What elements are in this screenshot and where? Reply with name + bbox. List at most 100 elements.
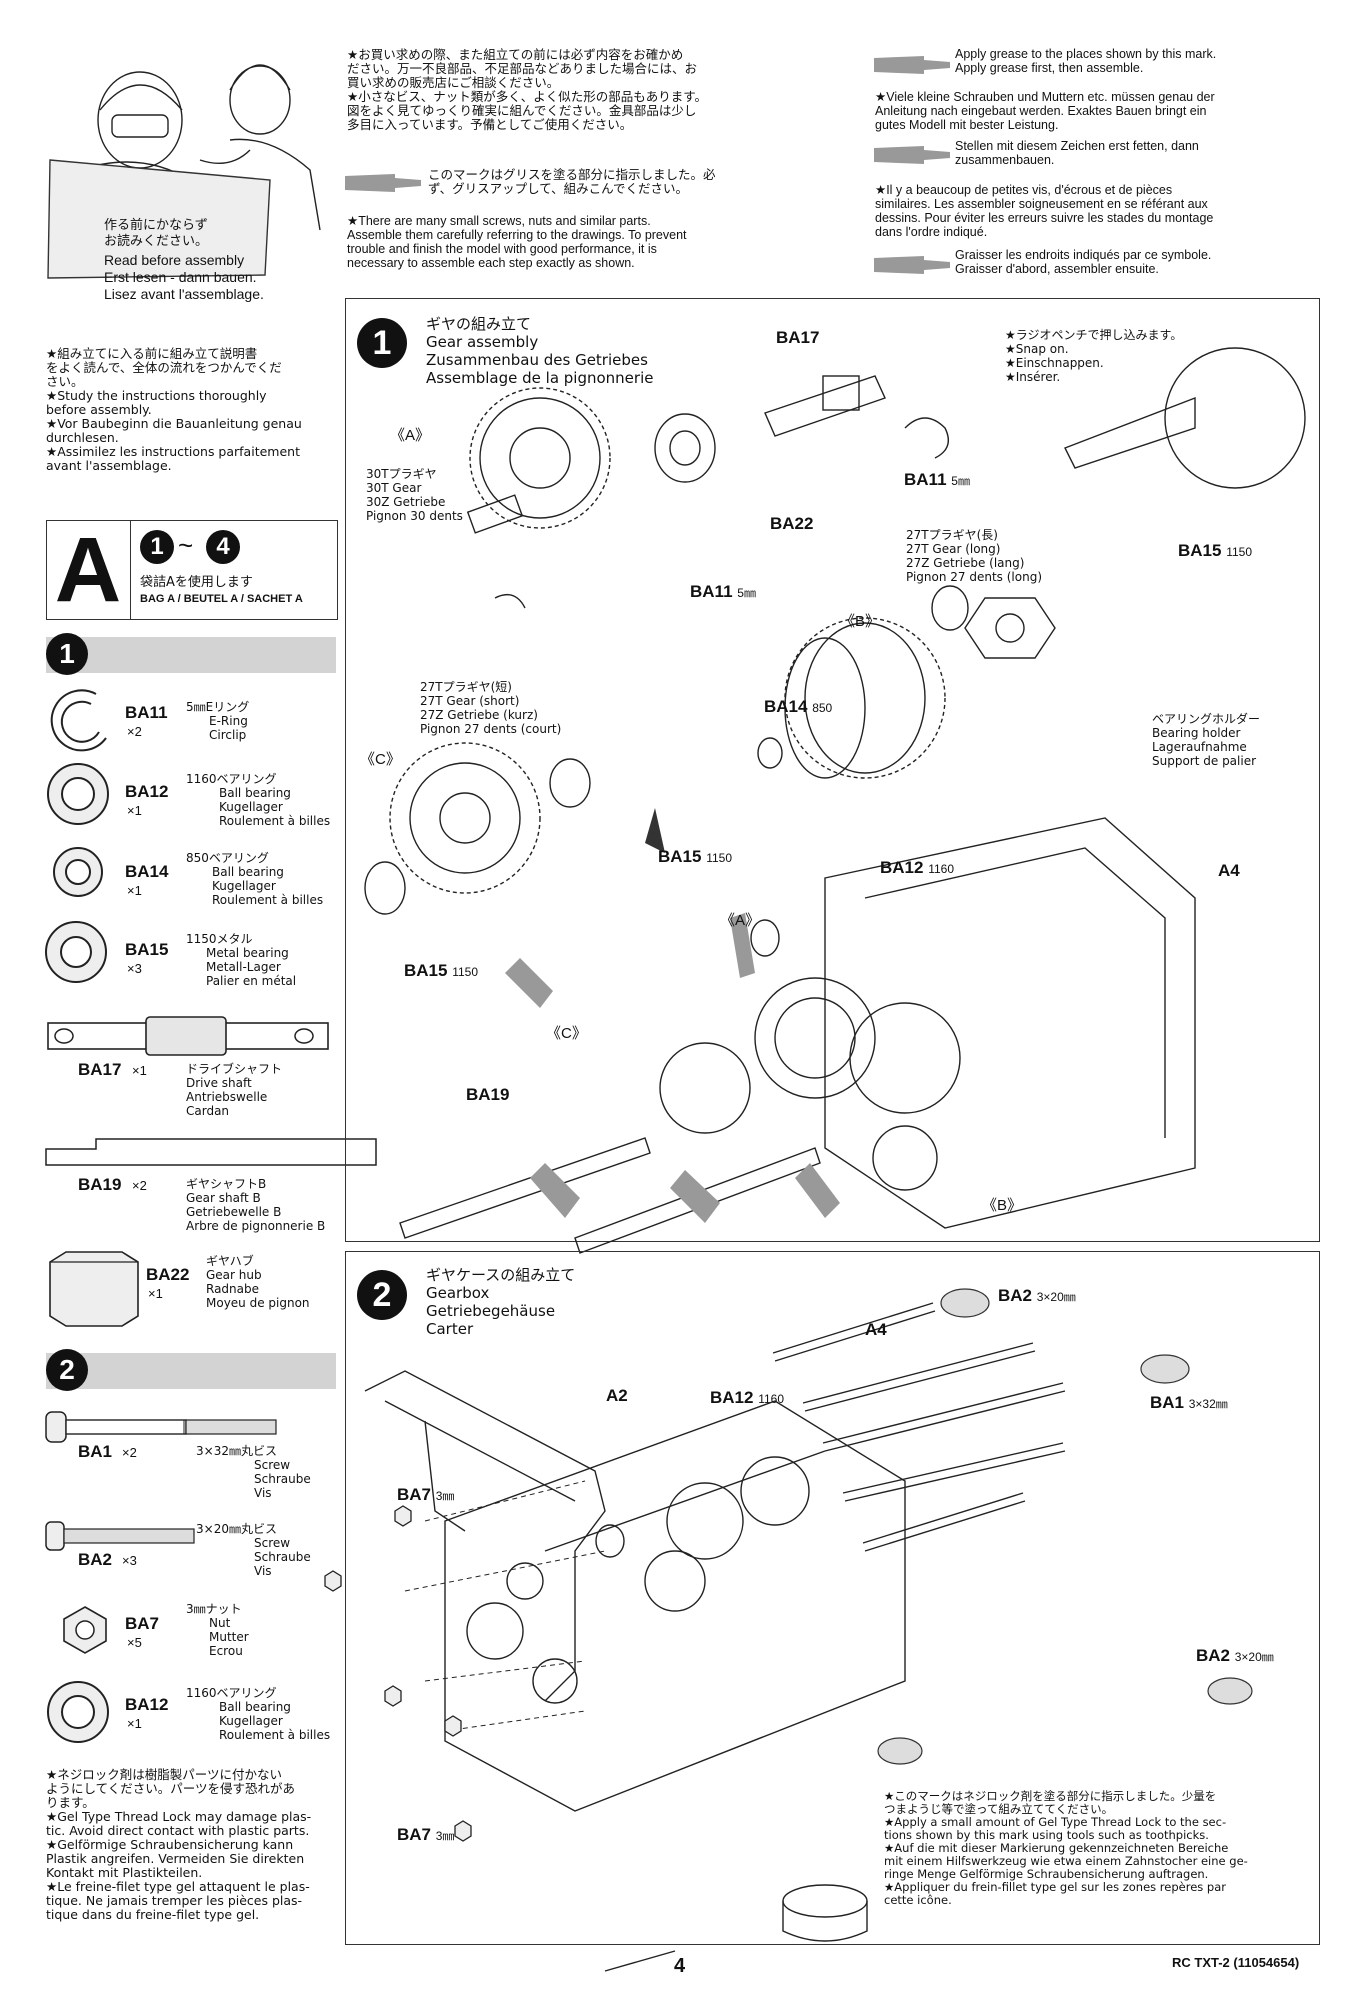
title-jp: ギヤの組み立て bbox=[426, 315, 532, 333]
nut-icon bbox=[63, 1606, 107, 1654]
study-6: ★Vor Baubeginn die Bauanleitung genau bbox=[46, 416, 302, 431]
size: 3×20㎜ bbox=[1036, 1290, 1076, 1304]
tl-10: tique. Ne jamais tremper les pièces plas… bbox=[46, 1893, 303, 1908]
name-en: Drive shaft bbox=[186, 1076, 252, 1090]
size: 3㎜ bbox=[435, 1489, 455, 1503]
name-jp: 3×20㎜丸ビス bbox=[196, 1522, 277, 1536]
snap-note: ★ラジオペンチで押し込みます。 ★Snap on. ★Einschnappen.… bbox=[1005, 328, 1182, 384]
snap-de: ★Einschnappen. bbox=[1005, 356, 1104, 370]
name-fr: Arbre de pignonnerie B bbox=[186, 1219, 326, 1233]
holder-jp: ベアリングホルダー bbox=[1152, 712, 1261, 726]
name-jp: 1160ベアリング bbox=[186, 1686, 277, 1700]
gear27s-fr: Pignon 27 dents (court) bbox=[420, 722, 562, 736]
grease-fr: Graisser les endroits indiqués par ce sy… bbox=[955, 248, 1211, 276]
tl-4: ★Gel Type Thread Lock may damage plas- bbox=[46, 1809, 312, 1824]
size: 850 bbox=[812, 701, 833, 715]
code: BA2 bbox=[1196, 1646, 1231, 1665]
study-8: ★Assimilez les instructions parfaitement bbox=[46, 444, 300, 459]
gearbox-assembly-drawing bbox=[324, 1288, 1253, 1972]
part-qty-BA12: ×1 bbox=[127, 803, 142, 818]
bag-text: BAG A / BEUTEL A / SACHET A bbox=[140, 593, 303, 605]
tl-5: tic. Avoid direct contact with plastic p… bbox=[46, 1823, 310, 1838]
label-a2: A2 bbox=[606, 1386, 628, 1405]
page-number: 4 bbox=[674, 1955, 686, 1977]
step-2-title: ギヤケースの組み立て Gearbox Getriebegehäuse Carte… bbox=[426, 1266, 575, 1338]
part-qty-BA17: ×1 bbox=[132, 1063, 147, 1078]
name-en: Nut bbox=[209, 1616, 231, 1630]
label-ba15-right: BA15 1150 bbox=[1178, 541, 1252, 561]
part-names-BA17: ドライブシャフト Drive shaft Antriebswelle Carda… bbox=[186, 1062, 282, 1118]
part-code-BA7: BA7 bbox=[125, 1614, 160, 1633]
name-en: Gear shaft B bbox=[186, 1191, 261, 1205]
code: BA7 bbox=[397, 1485, 432, 1504]
intro-en-1: ★There are many small screws, nuts and s… bbox=[347, 214, 651, 228]
name-de: Schraube bbox=[254, 1550, 311, 1564]
gear27s-label: 27Tプラギヤ(短) 27T Gear (short) 27Z Getriebe… bbox=[420, 680, 561, 736]
intro-de-2: Anleitung nach eingebaut werden. Exaktes… bbox=[875, 104, 1207, 118]
name-en: Metal bearing bbox=[206, 946, 289, 960]
sign-line-3: Read before assembly bbox=[104, 252, 245, 268]
bag-letter: A bbox=[46, 520, 131, 620]
label-ba1: BA1 3×32㎜ bbox=[1150, 1393, 1228, 1413]
code: BA11 bbox=[690, 582, 733, 601]
gear27l-jp: 27Tプラギヤ(長) bbox=[906, 528, 998, 542]
gear27l-de: 27Z Getriebe (lang) bbox=[906, 556, 1025, 570]
part-code-BA17: BA17 bbox=[78, 1060, 122, 1079]
title-de: Getriebegehäuse bbox=[426, 1302, 556, 1320]
part-qty-BA15: ×3 bbox=[127, 961, 142, 976]
intro-jp-3: 買い求めの販売店にご相談ください。 bbox=[347, 75, 560, 90]
note-5: ★Auf die mit dieser Markierung gekennzei… bbox=[884, 1841, 1229, 1855]
note-9: cette icône. bbox=[884, 1893, 952, 1907]
tl-1: ★ネジロック剤は樹脂製パーツに付かない bbox=[46, 1767, 282, 1782]
part-qty-BA14: ×1 bbox=[127, 883, 142, 898]
metal-bearing-icon bbox=[45, 921, 107, 983]
label-ba19: BA19 bbox=[466, 1085, 510, 1104]
name-fr: Roulement à billes bbox=[212, 893, 324, 907]
part-code-BA2: BA2 bbox=[78, 1550, 113, 1569]
sign-line-4: Erst lesen - dann bauen. bbox=[104, 269, 257, 285]
gear27s-en: 27T Gear (short) bbox=[420, 694, 520, 708]
group-b-label: 《B》 bbox=[840, 613, 881, 630]
part-qty-BA19: ×2 bbox=[132, 1178, 147, 1193]
label-ba12: BA12 1160 bbox=[710, 1388, 784, 1408]
part-names-BA19: ギヤシャフトB Gear shaft B Getriebewelle B Arb… bbox=[186, 1177, 325, 1233]
threadlock-note: ★このマークはネジロック剤を塗る部分に指示しました。少量を つまようじ等で塗って… bbox=[884, 1790, 1314, 1907]
code: BA12 bbox=[880, 858, 924, 877]
label-ba15-left: BA15 1150 bbox=[404, 961, 478, 981]
tl-9: ★Le freine-filet type gel attaquent le p… bbox=[46, 1879, 310, 1894]
name-en: Gear hub bbox=[206, 1268, 262, 1282]
step-2-number: 2 bbox=[357, 1270, 407, 1320]
label-ba11-top: BA11 5㎜ bbox=[904, 470, 970, 490]
screw-icon bbox=[45, 1521, 195, 1551]
study-5: before assembly. bbox=[46, 402, 152, 417]
label-ba11-bottom: BA11 5㎜ bbox=[690, 582, 756, 602]
name-fr: Cardan bbox=[186, 1104, 230, 1118]
part-names-BA12-2: 1160ベアリング Ball bearing Kugellager Roulem… bbox=[186, 1686, 330, 1742]
part-code-BA19: BA19 bbox=[78, 1175, 122, 1194]
grease-fr-1: Graisser les endroits indiqués par ce sy… bbox=[955, 248, 1212, 262]
name-jp: ギヤシャフトB bbox=[186, 1177, 267, 1191]
name-de: Metall-Lager bbox=[206, 960, 281, 974]
ball-bearing-icon bbox=[53, 847, 103, 897]
intro-en-4: necessary to assemble each step exactly … bbox=[347, 256, 635, 270]
code: BA14 bbox=[764, 697, 808, 716]
note-2: つまようじ等で塗って組み立ててください。 bbox=[884, 1802, 1114, 1816]
code: BA15 bbox=[1178, 541, 1222, 560]
tl-7: Plastik angreifen. Vermeiden Sie direkte… bbox=[46, 1851, 305, 1866]
name-jp: 3×32㎜丸ビス bbox=[196, 1444, 277, 1458]
part-code-BA22: BA22 bbox=[146, 1265, 190, 1284]
bag-jp: 袋詰Aを使用します bbox=[140, 575, 253, 590]
tl-3: ります。 bbox=[46, 1795, 95, 1810]
grease-icon bbox=[345, 174, 421, 192]
study-note: ★組み立てに入る前に組み立て説明書 をよく読んで、全体の流れをつかんでくだ さい… bbox=[46, 347, 336, 473]
code: BA15 bbox=[658, 847, 702, 866]
code: BA15 bbox=[404, 961, 448, 980]
gear-assembly-drawing bbox=[364, 347, 1306, 1254]
part-qty-BA1: ×2 bbox=[122, 1445, 137, 1460]
holder-de: Lageraufnahme bbox=[1152, 740, 1247, 754]
name-en: Screw bbox=[254, 1536, 291, 1550]
name-jp: 1160ベアリング bbox=[186, 772, 277, 786]
group-a-label: 《A》 bbox=[390, 427, 431, 444]
size: 1150 bbox=[706, 851, 733, 865]
title-fr: Assemblage de la pignonnerie bbox=[426, 369, 654, 387]
